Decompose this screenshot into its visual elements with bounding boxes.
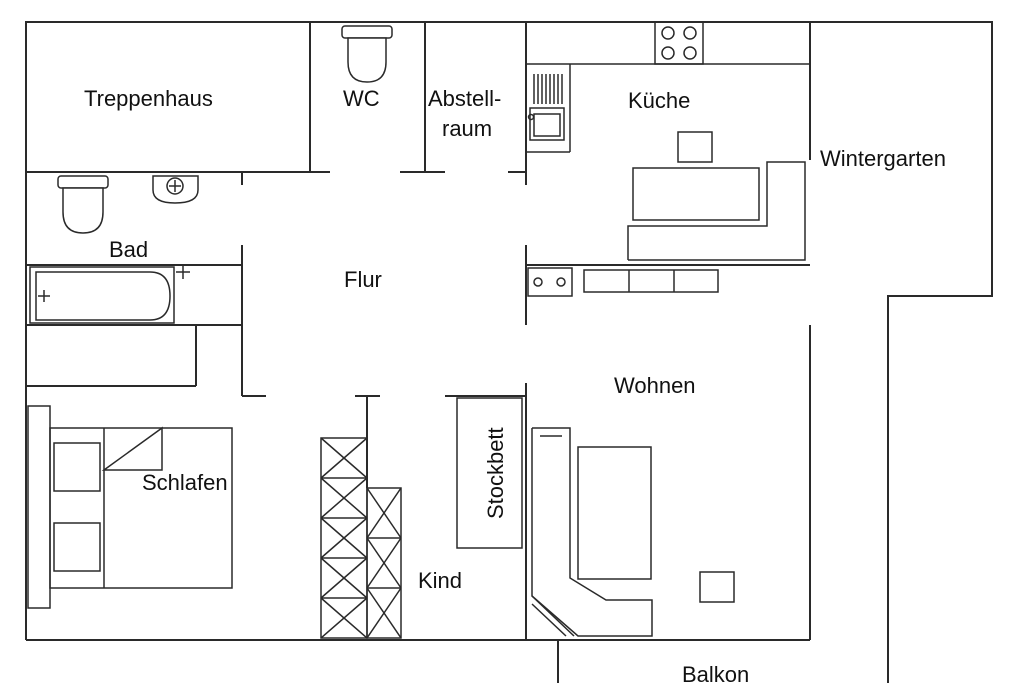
room-label-kueche: Küche — [628, 88, 691, 113]
kitchen-counter — [526, 63, 810, 153]
side-table — [699, 571, 735, 603]
bathtub — [29, 265, 190, 324]
room-label-stockbett: Stockbett — [482, 427, 508, 520]
kitchen-sink — [527, 74, 565, 141]
kitchen-lower-counter — [527, 267, 719, 297]
corner-sofa — [531, 427, 653, 637]
outer-walls — [25, 21, 993, 683]
bad-toilet — [57, 175, 109, 234]
room-label-abstellraum-line2: raum — [442, 116, 493, 141]
room-label-wohnen: Wohnen — [614, 373, 696, 398]
room-label-flur: Flur — [344, 267, 382, 292]
bunk-bed — [456, 397, 523, 549]
wc-toilet — [341, 25, 393, 83]
bad-sink — [152, 175, 199, 204]
room-label-bad: Bad — [109, 237, 149, 262]
double-bed — [49, 426, 233, 589]
kitchen-stove-top — [654, 21, 704, 65]
room-label-wc: WC — [343, 86, 380, 111]
room-label-abstellraum-line1: Abstell- — [428, 86, 502, 111]
kitchen-stool — [677, 131, 713, 163]
kitchen-table-bench — [627, 161, 806, 261]
shelf-short — [366, 487, 402, 639]
room-label-balkon: Balkon — [682, 662, 750, 683]
shelf-tall — [320, 437, 368, 639]
room-label-kind: Kind — [418, 568, 463, 593]
interior-walls — [26, 22, 810, 640]
room-label-schlafen: Schlafen — [142, 470, 228, 495]
bedroom-wardrobe — [27, 405, 51, 609]
room-label-wintergarten: Wintergarten — [820, 146, 946, 171]
room-label-treppenhaus: Treppenhaus — [84, 86, 213, 111]
